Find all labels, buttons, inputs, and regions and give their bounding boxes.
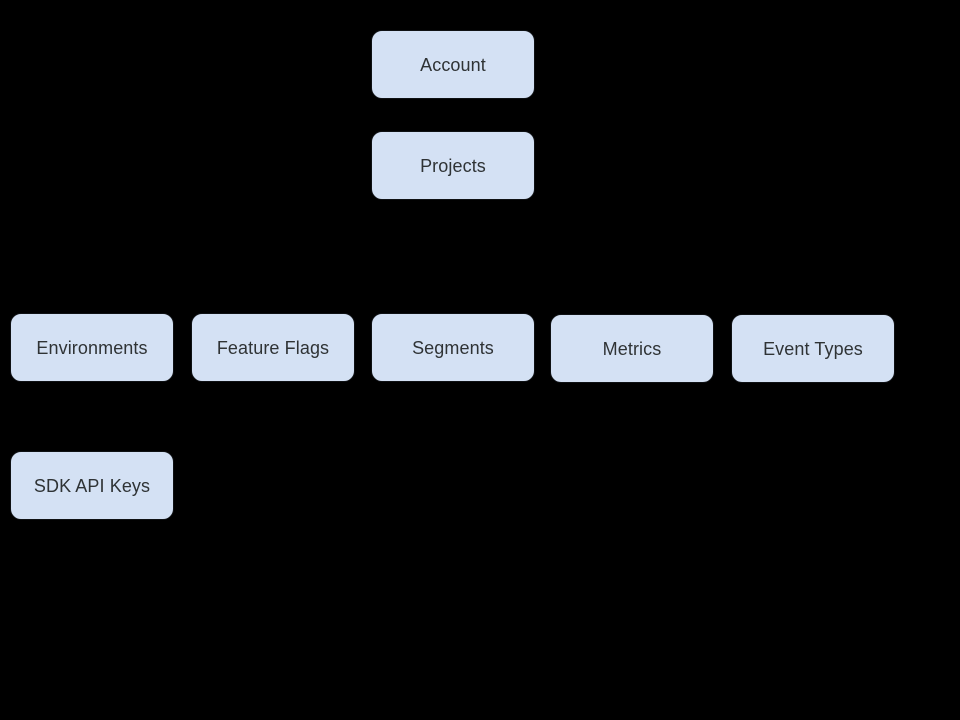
node-metrics[interactable]: Metrics xyxy=(550,314,714,383)
node-account[interactable]: Account xyxy=(371,30,535,99)
node-label-metrics: Metrics xyxy=(602,338,662,359)
node-label-feature-flags: Feature Flags xyxy=(216,337,330,358)
node-label-sdk-api-keys: SDK API Keys xyxy=(33,475,151,496)
node-label-projects: Projects xyxy=(420,155,486,176)
node-segments[interactable]: Segments xyxy=(371,313,535,382)
node-label-event-types: Event Types xyxy=(763,338,863,359)
node-label-account: Account xyxy=(420,54,486,75)
node-feature-flags[interactable]: Feature Flags xyxy=(191,313,355,382)
node-event-types[interactable]: Event Types xyxy=(731,314,895,383)
node-sdk-api-keys[interactable]: SDK API Keys xyxy=(10,451,174,520)
node-projects[interactable]: Projects xyxy=(371,131,535,200)
node-environments[interactable]: Environments xyxy=(10,313,174,382)
node-label-environments: Environments xyxy=(36,337,148,358)
node-label-segments: Segments xyxy=(412,337,494,358)
